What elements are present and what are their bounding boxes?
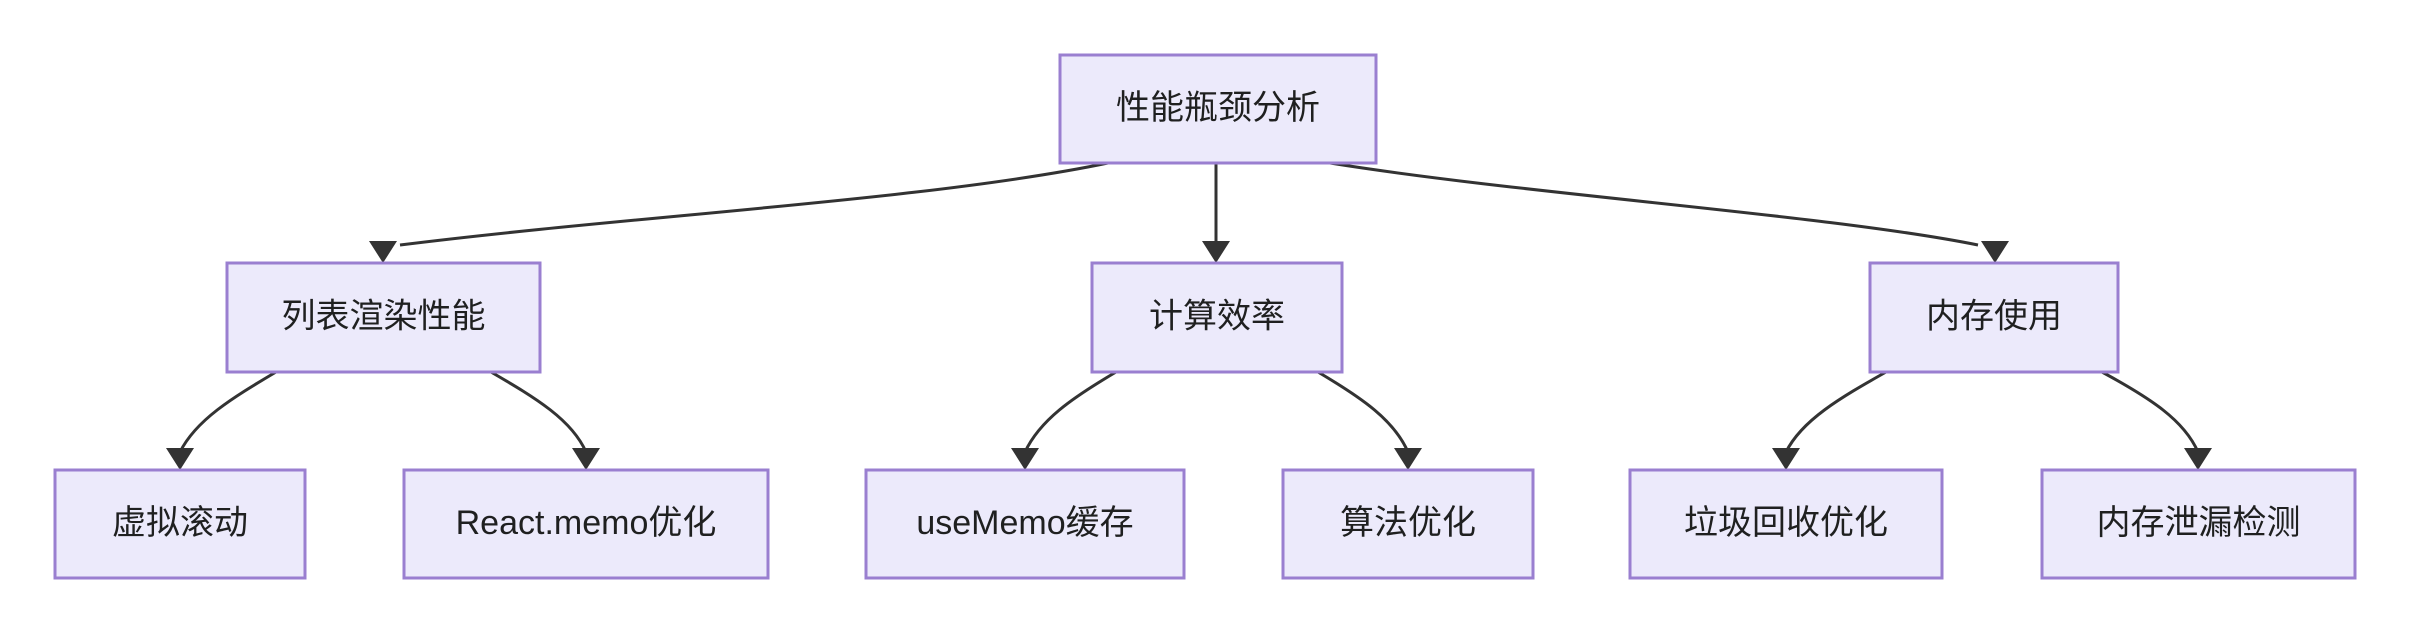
node-leaf4[interactable]: 算法优化 — [1281, 468, 1535, 580]
node-box[interactable] — [1281, 468, 1535, 580]
edge-root-to-l2a — [369, 161, 1109, 263]
node-box[interactable] — [1868, 261, 2120, 374]
edge-l2c-to-leaf6 — [2101, 370, 2212, 470]
edge-line — [1784, 370, 1887, 453]
node-root[interactable]: 性能瓶颈分析 — [1058, 53, 1378, 165]
node-box[interactable] — [864, 468, 1186, 580]
node-box[interactable] — [2040, 468, 2357, 580]
arrow-head-icon — [369, 241, 397, 263]
node-leaf2[interactable]: React.memo优化 — [402, 468, 770, 580]
arrow-head-icon — [1981, 241, 2009, 263]
edge-line — [1023, 370, 1117, 453]
node-label: useMemo缓存 — [916, 504, 1133, 542]
arrow-head-icon — [1772, 448, 1800, 470]
node-box[interactable] — [1058, 53, 1378, 165]
node-label: 虚拟滚动 — [112, 504, 248, 542]
arrow-head-icon — [1202, 241, 1230, 263]
node-label: 垃圾回收优化 — [1684, 504, 1888, 542]
edge-root-to-l2b — [1202, 163, 1230, 263]
node-label: 内存泄漏检测 — [2097, 504, 2301, 542]
node-label: 内存使用 — [1926, 297, 2062, 335]
node-label: 计算效率 — [1149, 297, 1285, 335]
edge-line — [1317, 370, 1410, 453]
edge-l2c-to-leaf5 — [1772, 370, 1887, 470]
node-box[interactable] — [402, 468, 770, 580]
node-l2a[interactable]: 列表渲染性能 — [225, 261, 542, 374]
node-l2b[interactable]: 计算效率 — [1090, 261, 1344, 374]
node-label: 列表渲染性能 — [282, 297, 486, 335]
arrow-head-icon — [1394, 448, 1422, 470]
node-leaf3[interactable]: useMemo缓存 — [864, 468, 1186, 580]
node-label: 性能瓶颈分析 — [1116, 89, 1320, 127]
arrow-head-icon — [1011, 448, 1039, 470]
edge-line — [1329, 161, 1979, 247]
node-leaf1[interactable]: 虚拟滚动 — [53, 468, 307, 580]
node-box[interactable] — [225, 261, 542, 374]
node-l2c[interactable]: 内存使用 — [1868, 261, 2120, 374]
node-leaf6[interactable]: 内存泄漏检测 — [2040, 468, 2357, 580]
edge-l2b-to-leaf3 — [1011, 370, 1117, 470]
edge-line — [399, 161, 1109, 247]
node-label: React.memo优化 — [456, 504, 717, 542]
edge-l2a-to-leaf2 — [490, 370, 600, 470]
arrow-head-icon — [2184, 448, 2212, 470]
node-box[interactable] — [1628, 468, 1944, 580]
edge-line — [2101, 370, 2200, 453]
edge-l2a-to-leaf1 — [166, 370, 277, 470]
edge-root-to-l2c — [1329, 161, 2009, 263]
node-label: 算法优化 — [1340, 504, 1476, 542]
edge-line — [178, 370, 277, 453]
arrow-head-icon — [166, 448, 194, 470]
edges-layer — [166, 161, 2212, 470]
arrow-head-icon — [572, 448, 600, 470]
node-box[interactable] — [1090, 261, 1344, 374]
edge-line — [490, 370, 588, 453]
node-leaf5[interactable]: 垃圾回收优化 — [1628, 468, 1944, 580]
node-box[interactable] — [53, 468, 307, 580]
edge-l2b-to-leaf4 — [1317, 370, 1422, 470]
